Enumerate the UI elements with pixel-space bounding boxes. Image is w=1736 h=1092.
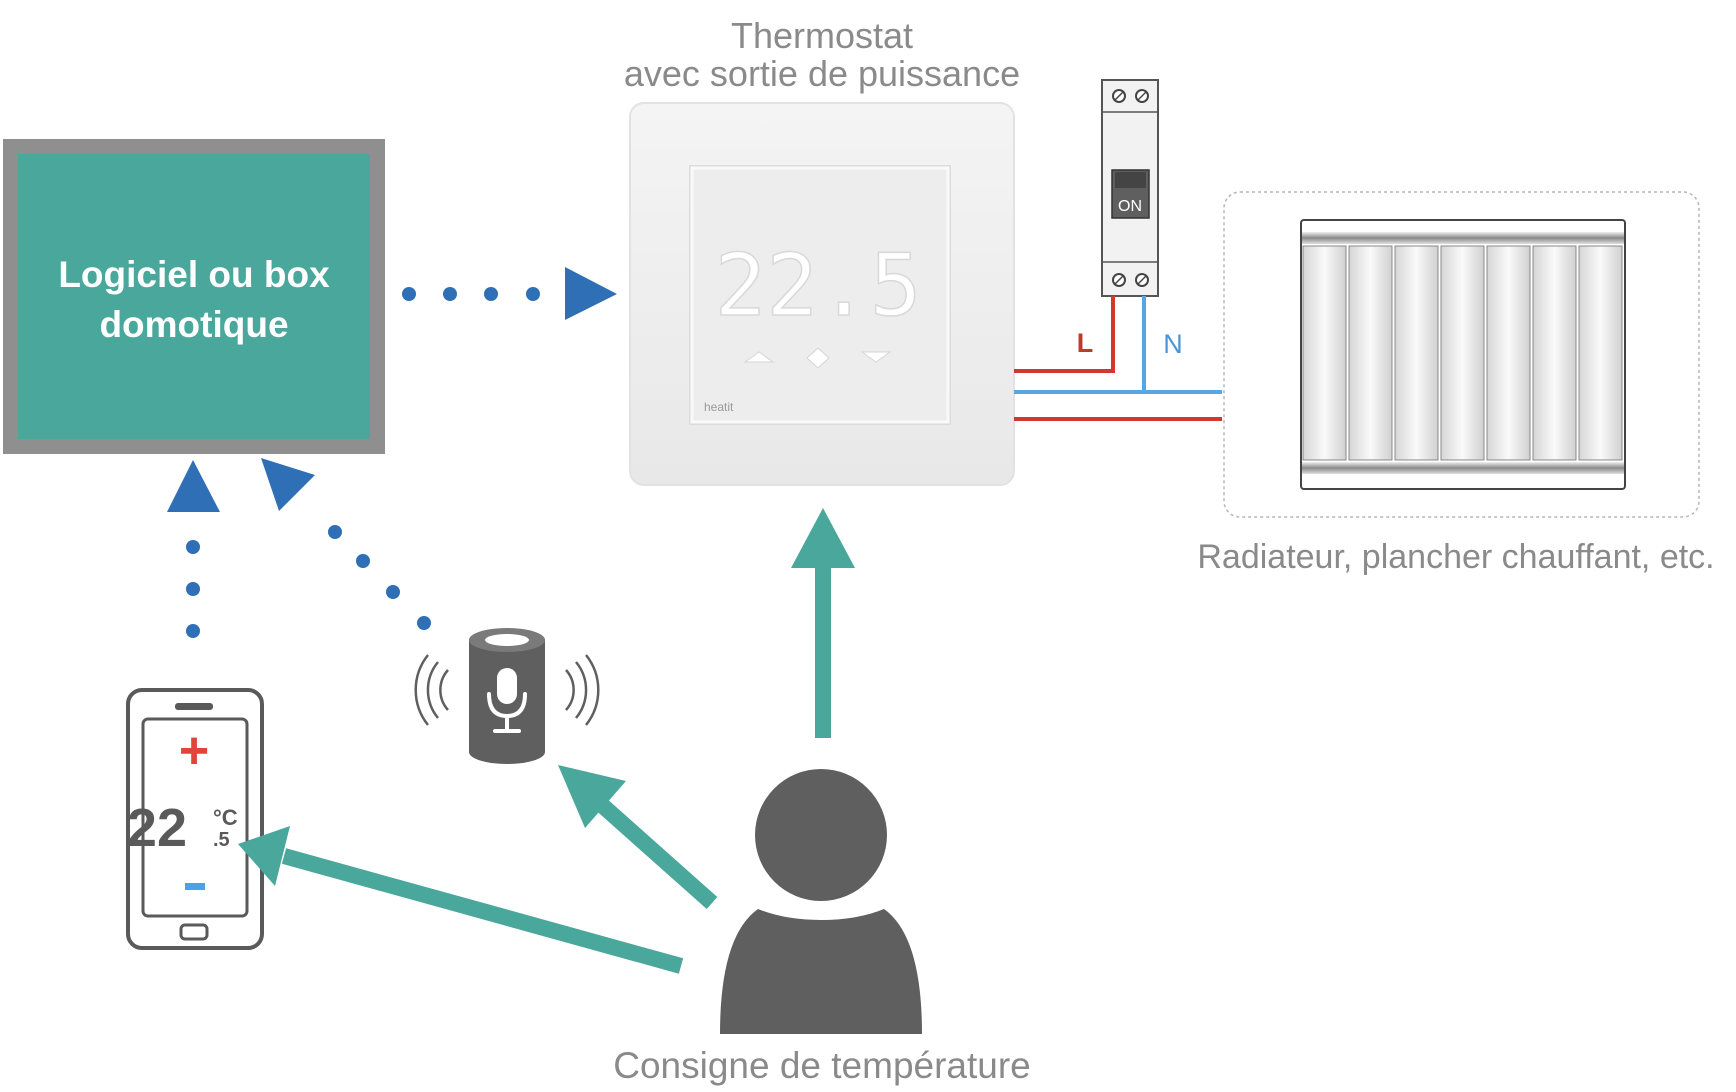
- radiator-icon: [1300, 219, 1626, 490]
- arrow-box-to-thermostat: [402, 267, 617, 320]
- radiator-caption: Radiateur, plancher chauffant, etc.: [1197, 538, 1714, 576]
- thermostat-icon: 22.5 heatit: [629, 102, 1015, 486]
- live-label: L: [1077, 328, 1094, 358]
- thermostat-title-line2: avec sortie de puissance: [624, 53, 1020, 94]
- box-panel: [18, 154, 370, 439]
- phone-decimal: .5: [213, 829, 230, 851]
- arrowhead-phone-teal-icon: [238, 826, 290, 886]
- arrowhead-speaker-teal-icon: [558, 765, 626, 828]
- smartphone-icon: + 22 °C .5: [126, 688, 264, 950]
- thermostat-down-icon: [860, 351, 892, 363]
- user-caption: Consigne de température: [613, 1045, 1031, 1086]
- phone-unit: °C: [213, 805, 238, 830]
- breaker-label: ON: [1118, 198, 1142, 215]
- smart-speaker-icon: [414, 628, 600, 764]
- phone-minus-button: [185, 883, 205, 890]
- radiator-group: Radiateur, plancher chauffant, etc.: [1197, 191, 1715, 576]
- microphone-icon: [487, 668, 527, 733]
- box-label-line2: domotique: [99, 304, 288, 345]
- thermostat-title-line1: Thermostat: [731, 15, 913, 56]
- arrowhead-right-icon: [565, 267, 617, 320]
- neutral-label: N: [1163, 329, 1183, 359]
- arrowhead-diagonal-icon: [261, 458, 315, 511]
- teal-arrows: [238, 508, 855, 974]
- arrowhead-up-teal-icon: [791, 508, 855, 568]
- phone-plus-button: +: [179, 722, 209, 780]
- arrowhead-up-icon: [167, 460, 220, 512]
- sound-waves-icon: [414, 654, 600, 726]
- thermostat-display: 22.5: [714, 236, 921, 336]
- wires: [1014, 296, 1222, 421]
- circuit-breaker-icon: ON: [1101, 79, 1159, 297]
- arrow-user-to-phone: [281, 848, 684, 974]
- box-label-line1: Logiciel ou box: [58, 254, 330, 295]
- home-automation-box: Logiciel ou box domotique: [3, 139, 385, 454]
- user-icon: [720, 769, 922, 1034]
- thermostat-center-icon: [806, 347, 830, 369]
- live-wire-top: [1014, 296, 1115, 373]
- arrow-speaker-to-box: [261, 458, 431, 630]
- thermostat-up-icon: [743, 351, 775, 363]
- arrow-phone-to-box: [167, 460, 220, 638]
- thermostat-brand: heatit: [704, 400, 734, 414]
- phone-temperature: 22: [127, 798, 187, 858]
- radiator-frame: [1223, 191, 1700, 518]
- arrow-user-to-speaker: [588, 792, 718, 909]
